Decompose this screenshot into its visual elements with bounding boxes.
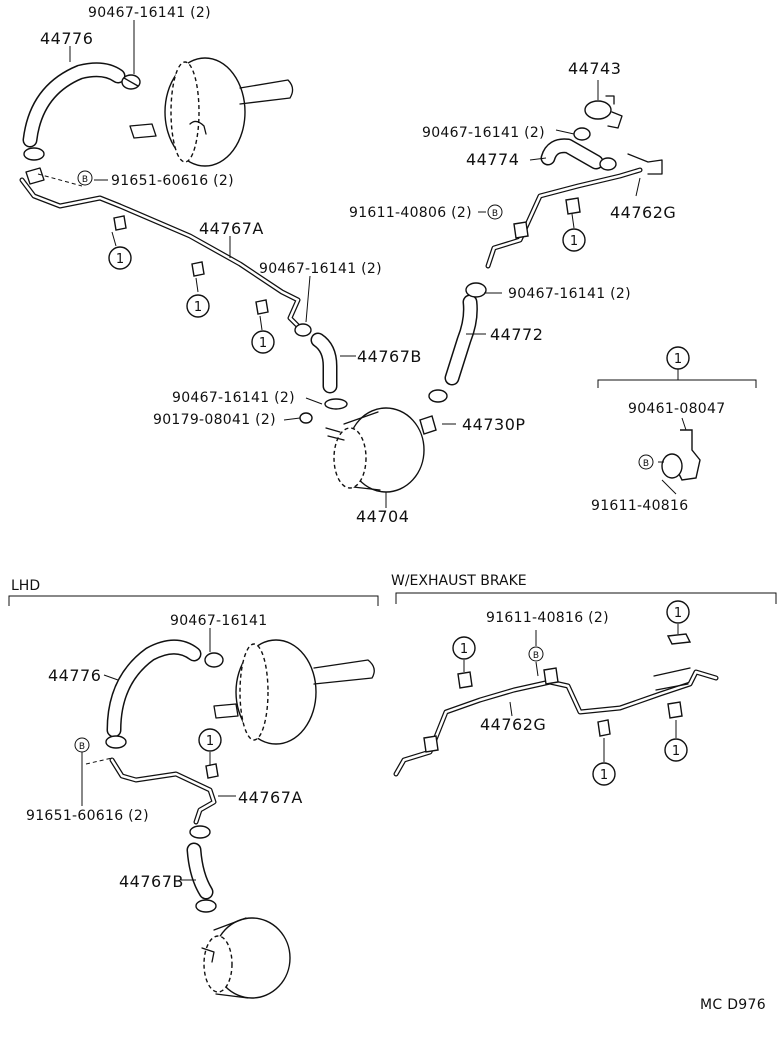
b-marker: B bbox=[74, 737, 90, 753]
ref-1-label: 1 bbox=[206, 734, 214, 749]
section-title-lhd: LHD bbox=[11, 578, 40, 594]
part-number-44776: 44776 bbox=[40, 29, 93, 48]
b-marker: B bbox=[638, 454, 654, 470]
ref-1-marker: 1 bbox=[592, 762, 616, 786]
bracket-90461-detail bbox=[597, 368, 757, 495]
ref-1-marker: 1 bbox=[666, 600, 690, 624]
ref-1-label: 1 bbox=[259, 336, 267, 351]
part-number-44743: 44743 bbox=[568, 59, 621, 78]
part-number-91651: 91651-60616 (2) bbox=[111, 173, 234, 189]
part-number-90179: 90179-08041 (2) bbox=[153, 412, 276, 428]
ref-1-marker: 1 bbox=[251, 330, 275, 354]
part-number-44772: 44772 bbox=[490, 325, 543, 344]
part-number-44767b: 44767B bbox=[357, 347, 422, 366]
lhd-part-number-44776: 44776 bbox=[48, 666, 101, 685]
part-number-90467-upright: 90467-16141 (2) bbox=[422, 125, 545, 141]
ref-1-label: 1 bbox=[460, 642, 468, 657]
lhd-hose-44767b bbox=[186, 825, 217, 913]
b-marker-label: B bbox=[533, 651, 539, 661]
part-number-91611-40816: 91611-40816 bbox=[591, 498, 688, 514]
part-number-91611-40806: 91611-40806 (2) bbox=[349, 205, 472, 221]
exhaust-pipe-44762g bbox=[393, 633, 719, 777]
clamp-icon bbox=[23, 74, 141, 161]
lhd-brake-booster bbox=[213, 639, 375, 745]
exhaust-part-number-44762g: 44762G bbox=[480, 715, 546, 734]
ref-1-label: 1 bbox=[194, 300, 202, 315]
lhd-hose-44776 bbox=[105, 639, 224, 749]
ref-1-label: 1 bbox=[672, 744, 680, 759]
lhd-leader-lines bbox=[81, 628, 236, 881]
part-number-90467-top: 90467-16141 (2) bbox=[88, 5, 211, 21]
exhaust-bracket bbox=[395, 592, 777, 604]
exhaust-leader-lines bbox=[463, 624, 679, 762]
hose-44776 bbox=[22, 62, 126, 148]
b-marker: B bbox=[487, 204, 503, 220]
section-title-exhaust-brake: W/EXHAUST BRAKE bbox=[391, 573, 527, 589]
lhd-vacuum-tank bbox=[201, 917, 291, 999]
b-marker: B bbox=[528, 646, 544, 662]
lhd-part-number-44767a: 44767A bbox=[238, 788, 303, 807]
leader-lines bbox=[37, 20, 641, 508]
lhd-pipe-44767a bbox=[109, 757, 219, 825]
part-number-90467-right: 90467-16141 (2) bbox=[508, 286, 631, 302]
ref-1-label: 1 bbox=[570, 234, 578, 249]
exhaust-part-number-91611: 91611-40816 (2) bbox=[486, 610, 609, 626]
part-number-44704: 44704 bbox=[356, 507, 409, 526]
lhd-part-number-44767b: 44767B bbox=[119, 872, 184, 891]
b-marker: B bbox=[77, 170, 93, 186]
part-number-44774: 44774 bbox=[466, 150, 519, 169]
ref-1-marker: 1 bbox=[198, 728, 222, 752]
ref-1-label: 1 bbox=[674, 606, 682, 621]
ref-1-marker: 1 bbox=[664, 738, 688, 762]
pipe-clips bbox=[113, 215, 269, 315]
ref-1-marker: 1 bbox=[562, 228, 586, 252]
lhd-part-number-91651: 91651-60616 (2) bbox=[26, 808, 149, 824]
part-number-90461: 90461-08047 bbox=[628, 401, 725, 417]
check-valve-44730p bbox=[419, 389, 448, 435]
vacuum-tank-44704 bbox=[299, 398, 425, 493]
ref-1-label: 1 bbox=[116, 252, 124, 267]
b-marker-label: B bbox=[492, 209, 498, 219]
part-number-90467-low: 90467-16141 (2) bbox=[172, 390, 295, 406]
pipe-44767a bbox=[19, 167, 303, 331]
hose-44767b bbox=[294, 323, 338, 394]
part-number-44730p: 44730P bbox=[462, 415, 526, 434]
b-marker-label: B bbox=[79, 742, 85, 752]
hose-44772 bbox=[444, 282, 487, 386]
b-marker-label: B bbox=[643, 459, 649, 469]
ref-1-label: 1 bbox=[600, 768, 608, 783]
valve-44743 bbox=[584, 95, 623, 129]
part-number-44762g: 44762G bbox=[610, 203, 676, 222]
ref-1-marker: 1 bbox=[666, 346, 690, 370]
ref-1-marker: 1 bbox=[186, 294, 210, 318]
ref-1-marker: 1 bbox=[108, 246, 132, 270]
pipe-44762g bbox=[485, 153, 663, 269]
part-number-44767a: 44767A bbox=[199, 219, 264, 238]
b-marker-label: B bbox=[82, 175, 88, 185]
hose-44774 bbox=[540, 127, 617, 171]
brake-booster bbox=[129, 57, 294, 167]
part-number-90467-mid: 90467-16141 (2) bbox=[259, 261, 382, 277]
ref-1-label: 1 bbox=[674, 352, 682, 367]
lhd-bracket bbox=[8, 595, 379, 606]
lhd-part-number-90467: 90467-16141 bbox=[170, 613, 267, 629]
illustration-code: MC D976 bbox=[700, 997, 766, 1013]
ref-1-marker: 1 bbox=[452, 636, 476, 660]
